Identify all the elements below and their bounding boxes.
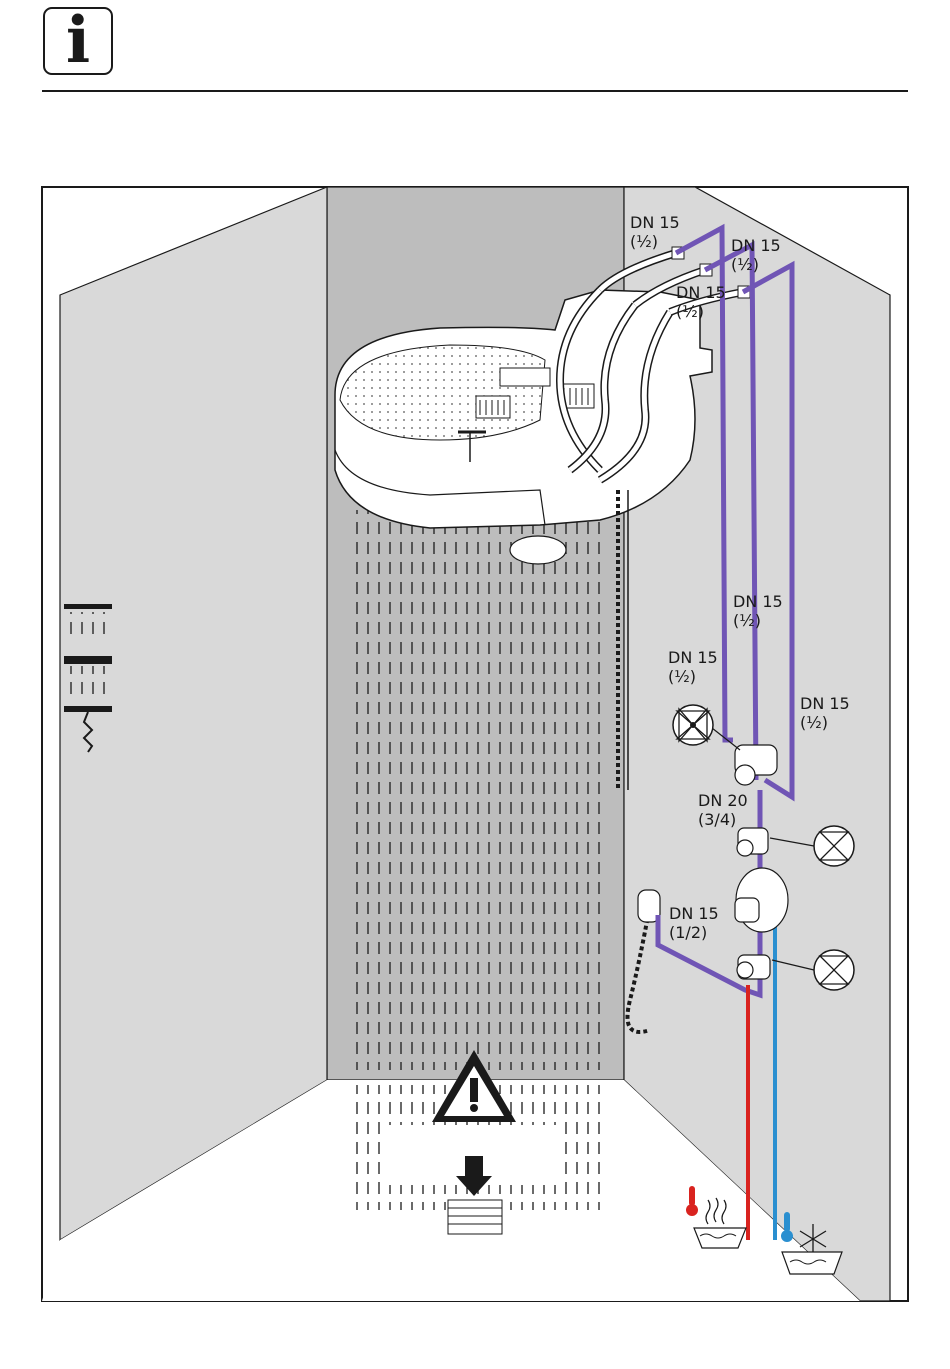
label-size: DN 15 <box>630 213 680 232</box>
shutoff-valve-lower <box>737 955 770 979</box>
label-size: DN 15 <box>668 648 718 667</box>
rain-curtain <box>352 510 607 1070</box>
label-inch: (½) <box>630 232 658 251</box>
thermostat-mixer <box>735 868 788 932</box>
label-size: DN 15 <box>676 283 726 302</box>
label-inch: (½) <box>733 611 761 630</box>
label-size: DN 15 <box>731 236 781 255</box>
label-size: DN 15 <box>800 694 850 713</box>
label-inch: (½) <box>800 713 828 732</box>
light-module <box>510 536 566 564</box>
label-size: DN 15 <box>733 592 783 611</box>
label-size: DN 20 <box>698 791 748 810</box>
label-inch: (½) <box>676 302 704 321</box>
shutoff-valve-upper <box>737 828 768 856</box>
label-inch: (1/2) <box>669 923 707 942</box>
label-size: DN 15 <box>669 904 719 923</box>
label-inch: (3/4) <box>698 810 736 829</box>
label-inch: (½) <box>731 255 759 274</box>
left-wall <box>60 187 327 1240</box>
label-inch: (½) <box>668 667 696 686</box>
